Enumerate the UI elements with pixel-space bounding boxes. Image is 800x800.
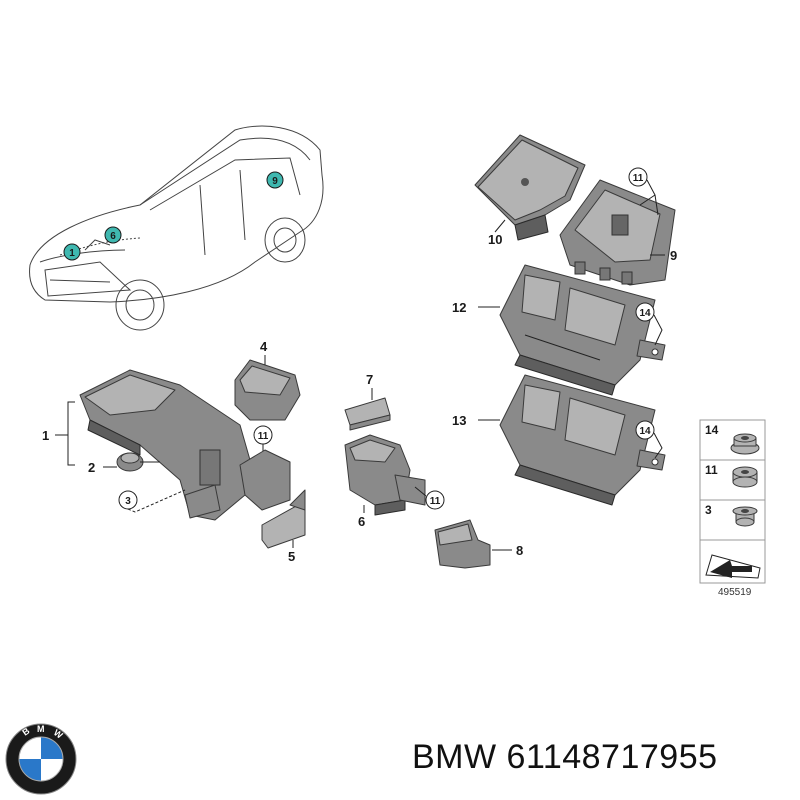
- bmw-logo: B M W: [5, 723, 77, 795]
- part-label-6: 6: [358, 514, 365, 529]
- vehicle-outline: [29, 125, 324, 331]
- car-marker-6: 6: [104, 226, 122, 244]
- part-label-7: 7: [366, 372, 373, 387]
- part-label-1: 1: [42, 428, 49, 443]
- part-label-10: 10: [488, 232, 502, 247]
- part-label-2: 2: [88, 460, 95, 475]
- part-label-9: 9: [670, 248, 677, 263]
- arrow-symbol-icon: [705, 554, 761, 579]
- fastener-legend: 14 11 3: [699, 419, 766, 584]
- part-number-caption: BMW 61148717955: [412, 738, 718, 776]
- svg-text:B: B: [20, 725, 31, 737]
- part-7-lid: [344, 397, 391, 431]
- svg-text:14: 14: [639, 308, 651, 319]
- part-6-relay-holder: [344, 434, 426, 516]
- part-8-connector-holder: [434, 519, 491, 569]
- parts-diagram: 1 6 9 10 9 11: [29, 125, 766, 598]
- car-marker-1-label: 1: [69, 248, 75, 259]
- svg-text:11: 11: [258, 431, 269, 442]
- ref-circle-11-middle: 11: [414, 486, 445, 510]
- part-10-bracket-plate: [474, 134, 586, 241]
- legend-label-14: 14: [705, 423, 719, 437]
- part-label-13: 13: [452, 413, 466, 428]
- part-13-fuse-box: [499, 374, 666, 506]
- ref-circle-11-top: 11: [628, 167, 659, 216]
- part-label-5: 5: [288, 549, 295, 564]
- part-label-4: 4: [260, 339, 268, 354]
- part-label-8: 8: [516, 543, 523, 558]
- part-12-fuse-box: [499, 264, 666, 396]
- ref-circle-14-upper: 14: [635, 302, 663, 346]
- svg-text:14: 14: [639, 426, 651, 437]
- svg-text:11: 11: [633, 173, 644, 184]
- ref-circle-14-lower: 14: [635, 420, 663, 459]
- flange-nut-icon: [730, 433, 760, 455]
- svg-text:11: 11: [430, 496, 441, 507]
- legend-label-3: 3: [705, 503, 712, 517]
- svg-text:3: 3: [125, 496, 131, 507]
- car-marker-9: 9: [266, 171, 284, 189]
- ref-circle-3: 3: [118, 489, 186, 513]
- part-9-holder: [559, 179, 676, 286]
- part-4-cover: [234, 359, 301, 421]
- car-marker-6-label: 6: [110, 231, 116, 242]
- expansion-nut-icon: [732, 506, 758, 527]
- part-2-connector-housing: [116, 452, 160, 472]
- legend-label-11: 11: [705, 463, 718, 477]
- part-label-12: 12: [452, 300, 466, 315]
- svg-text:M: M: [37, 724, 45, 734]
- document-number: 495519: [718, 587, 752, 598]
- part-1-power-distribution-box: [79, 369, 251, 521]
- part-5-bracket: [261, 489, 306, 549]
- car-marker-9-label: 9: [272, 176, 278, 187]
- hex-nut-icon: [732, 466, 758, 488]
- car-marker-1: 1: [63, 243, 81, 261]
